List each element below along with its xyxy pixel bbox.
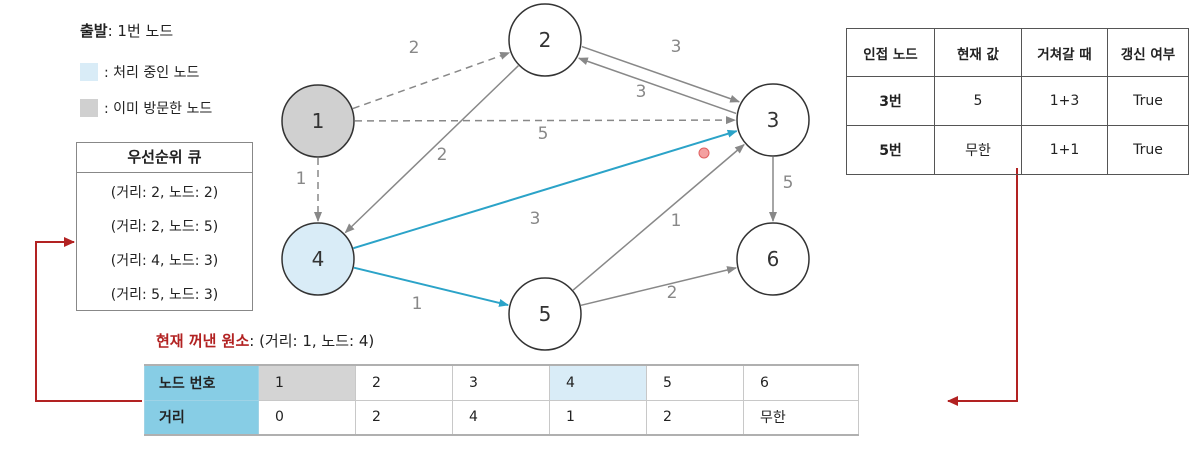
edge-5-6 [580,266,738,307]
adjacency-cell: 5 [934,76,1022,126]
visited-swatch [80,99,98,117]
edge-weight-3-6: 5 [783,173,794,193]
edge-weight-4-3: 3 [530,209,541,229]
graph-node-label-3: 3 [767,108,780,132]
queue-item: (거리: 4, 노드: 3) [110,253,219,269]
edge-3-2 [577,57,737,115]
distance-cell: 2 [646,399,744,436]
edge-weight-2-3: 3 [671,37,682,57]
connector-arrow-right [947,168,1018,406]
adjacency-cell: 3번 [846,76,935,126]
edge-weight-3-2: 3 [636,82,647,102]
graph-node-5 [508,277,582,351]
graph-node-1 [281,84,355,158]
adjacency-row: 3번 5 1+3 True [846,76,1189,126]
edge-2-3 [581,45,741,103]
current-element: 현재 꺼낸 원소: (거리: 1, 노드: 4) [156,330,374,351]
graph-node-label-4: 4 [312,247,325,271]
graph-node-label-6: 6 [767,247,780,271]
legend-start: 출발: 1번 노드 [80,20,173,41]
queue-item: (거리: 2, 노드: 5) [110,219,219,235]
distance-cell: 무한 [743,399,859,436]
distance-header: 거리 [144,399,259,436]
node-number-cell: 1 [258,364,356,401]
graph-node-label-2: 2 [539,28,552,52]
adjacency-header: 거쳐갈 때 [1021,28,1108,77]
legend-processing: : 처리 중인 노드 [80,62,199,82]
legend-visited-label: : 이미 방문한 노드 [104,101,213,117]
adjacency-cell: 1+1 [1021,125,1108,175]
current-element-label: 현재 꺼낸 원소 [156,332,250,350]
adjacency-header: 인접 노드 [846,28,935,77]
processing-swatch [80,63,98,81]
connector-arrow-left [35,237,142,402]
edge-weight-2-4: 2 [437,145,448,165]
legend-start-label: 출발 [80,22,108,40]
edge-5-3 [572,143,745,291]
graph-node-6 [736,222,810,296]
edge-4-5 [353,266,510,307]
graph-node-3 [736,83,810,157]
priority-queue-title: 우선순위 큐 [77,143,252,173]
edge-4-3 [353,129,738,250]
queue-item: (거리: 5, 노드: 3) [110,287,219,303]
current-element-value: : (거리: 1, 노드: 4) [249,332,375,350]
legend-start-value: : 1번 노드 [107,22,174,40]
node-number-cell: 5 [646,364,744,401]
distance-cell: 4 [452,399,550,436]
edge-1-2 [352,52,511,110]
graph-node-label-5: 5 [539,302,552,326]
edge-weight-1-3: 5 [538,124,549,144]
node-number-cell: 2 [355,364,453,401]
edge-weight-4-5: 1 [412,294,423,314]
distance-row: 거리 0 2 4 1 2 무한 [144,399,859,436]
distance-cell: 0 [258,399,356,436]
adjacency-table: 인접 노드 현재 값 거쳐갈 때 갱신 여부 3번 5 1+3 True 5번 … [846,28,1189,175]
legend-processing-label: : 처리 중인 노드 [104,65,200,81]
adjacency-cell: True [1107,76,1189,126]
adjacency-cell: 1+3 [1021,76,1108,126]
node-number-row: 노드 번호 1 2 3 4 5 6 [144,364,859,401]
cursor-indicator [698,147,710,159]
distance-cell: 2 [355,399,453,436]
edge-1-3 [354,116,737,125]
node-number-cell: 6 [743,364,859,401]
edge-2-4 [344,65,519,234]
graph-node-2 [508,3,582,77]
node-number-cell: 4 [549,364,647,401]
adjacency-cell: 무한 [934,125,1022,175]
node-number-header: 노드 번호 [144,364,259,401]
adjacency-header: 현재 값 [934,28,1022,77]
edge-weight-5-3: 1 [671,211,682,231]
adjacency-header: 갱신 여부 [1107,28,1189,77]
edge-weight-1-4: 1 [296,169,307,189]
distance-cell: 1 [549,399,647,436]
edge-weight-1-2: 2 [409,38,420,58]
distance-table: 노드 번호 1 2 3 4 5 6 거리 0 2 4 1 2 무한 [144,364,859,436]
node-number-cell: 3 [452,364,550,401]
graph-node-4 [281,222,355,296]
edge-weight-5-6: 2 [667,283,678,303]
adjacency-cell: True [1107,125,1189,175]
graph-node-label-1: 1 [312,109,325,133]
priority-queue: 우선순위 큐 (거리: 2, 노드: 2) (거리: 2, 노드: 5) (거리… [76,142,253,311]
queue-item: (거리: 2, 노드: 2) [110,185,219,201]
adjacency-row: 5번 무한 1+1 True [846,125,1189,175]
adjacency-header-row: 인접 노드 현재 값 거쳐갈 때 갱신 여부 [846,28,1189,77]
legend-visited: : 이미 방문한 노드 [80,98,212,118]
adjacency-cell: 5번 [846,125,935,175]
